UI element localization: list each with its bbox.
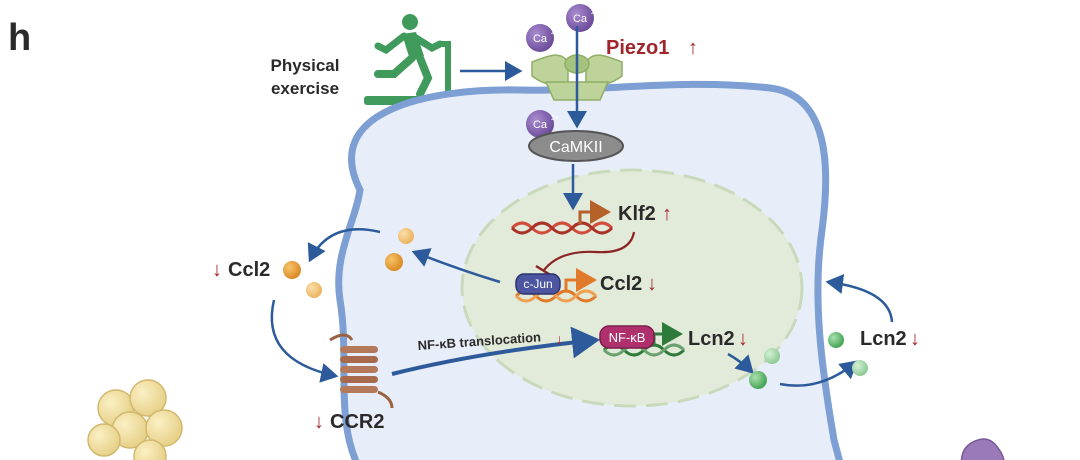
panel-letter: h — [8, 17, 31, 59]
svg-text:2+: 2+ — [551, 29, 559, 36]
arrow-ccl2-to-ccr2 — [270, 299, 339, 383]
lcn2-outer-down-arrow: ↓ — [910, 328, 920, 350]
ccl2-nucleus-label: Ccl2 — [600, 273, 642, 295]
nfkb-translocation-down-arrow: ↓ — [556, 331, 563, 347]
lcn2-particle-3 — [828, 332, 844, 348]
lcn2-particle-4 — [852, 360, 868, 376]
arrow-lcn2-out — [779, 360, 858, 387]
ccr2-receptor-icon — [329, 333, 394, 409]
inhibition-klf2-to-cjun — [543, 231, 636, 271]
arrow-nfkb-translocation — [391, 326, 600, 376]
exercise-label-line2: exercise — [271, 79, 339, 98]
ccl2-nucleus-down-arrow: ↓ — [647, 273, 657, 295]
ccl2-outer-down-arrow: ↓ — [212, 259, 222, 281]
cjun-label: c-Jun — [523, 277, 552, 291]
lcn2-particle-1 — [764, 348, 780, 364]
ccl2-particle-1 — [398, 228, 414, 244]
camkii-label: CaMKII — [549, 139, 602, 156]
ccl2-outer-label: Ccl2 — [228, 259, 270, 281]
calcium-ion-3: Ca 2+ — [526, 110, 559, 138]
ccr2-down-arrow: ↓ — [314, 411, 324, 433]
lcn2-outer-label: Lcn2 — [860, 328, 907, 350]
nfkb-box — [599, 325, 655, 349]
klf2-dna-icon — [510, 200, 614, 235]
ccl2-particle-2 — [385, 253, 403, 271]
klf2-label: Klf2 — [618, 203, 656, 225]
cjun-box — [515, 273, 561, 295]
svg-text:Ca: Ca — [533, 119, 548, 131]
piezo1-label: Piezo1 — [606, 37, 669, 59]
calcium-ion-2: Ca 2+ — [566, 4, 599, 32]
svg-text:Ca: Ca — [573, 13, 588, 25]
arrow-lcn2-to-cytoplasm — [727, 352, 754, 374]
camkii-oval — [528, 130, 624, 162]
klf2-up-arrow: ↑ — [662, 203, 672, 225]
svg-text:2+: 2+ — [551, 115, 559, 122]
adipocyte-cluster-icon — [87, 379, 183, 460]
lcn2-nucleus-label: Lcn2 — [688, 328, 735, 350]
exercise-label-line1: Physical — [271, 56, 340, 75]
piezo1-up-arrow: ↑ — [688, 37, 698, 59]
arrow-ccl2-out — [307, 228, 381, 263]
arrow-lcn2-feedback — [825, 274, 894, 323]
nfkb-label: NF-κB — [609, 330, 646, 345]
ccl2-particle-4 — [306, 282, 322, 298]
calcium-ion-1: Ca 2+ — [526, 24, 559, 52]
ccr2-label: CCR2 — [330, 411, 384, 433]
treadmill-runner-icon — [364, 14, 456, 105]
lcn2-nucleus-down-arrow: ↓ — [738, 328, 748, 350]
svg-text:2+: 2+ — [591, 9, 599, 16]
macrophage-cell-icon — [960, 438, 1005, 460]
lcn2-particle-2 — [749, 371, 767, 389]
svg-text:Ca: Ca — [533, 33, 548, 45]
ccl2-particle-3 — [283, 261, 301, 279]
arrow-ccl2-secretion — [411, 248, 501, 284]
